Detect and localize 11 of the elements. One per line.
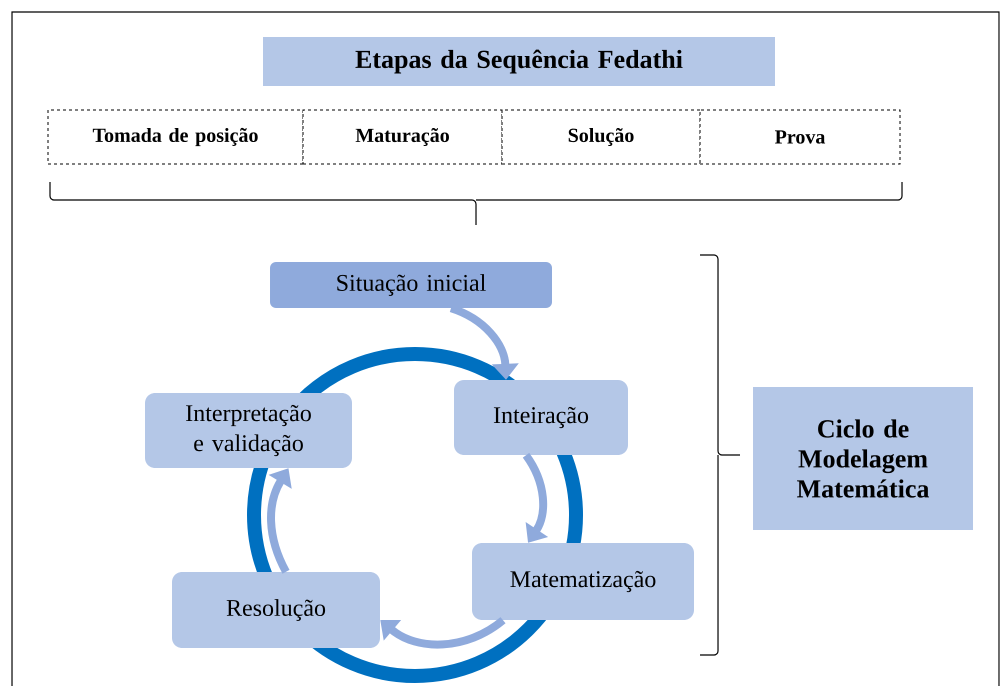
title-box: Etapas da Sequência Fedathi	[263, 37, 775, 86]
step-box: Inteiração	[454, 380, 628, 455]
stage-cell: Prova	[700, 110, 900, 164]
step-box: Interpretação e validação	[145, 393, 352, 468]
cycle-box: Ciclo de Modelagem Matemática	[753, 387, 974, 530]
step-box: Situação inicial	[270, 262, 552, 308]
stage-cell: Maturação	[302, 110, 502, 164]
stage-cell: Solução	[502, 110, 700, 164]
stage-cell: Tomada de posição	[48, 110, 304, 164]
step-box: Resolução	[172, 572, 380, 648]
step-box: Matematização	[472, 543, 694, 620]
